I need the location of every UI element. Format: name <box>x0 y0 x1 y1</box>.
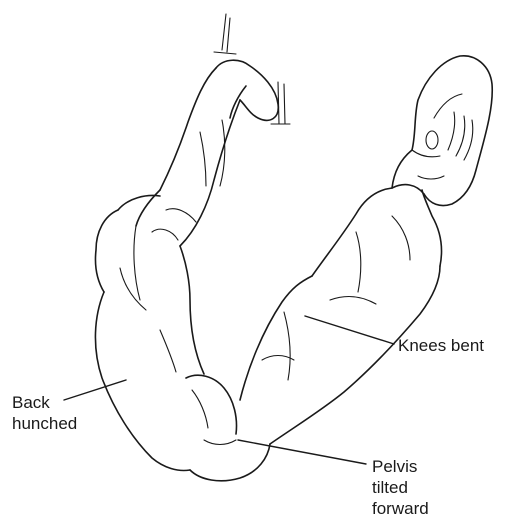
leader-lines <box>64 316 394 464</box>
label-pelvis-line-3: forward <box>372 498 429 519</box>
label-back-line-1: Back <box>12 392 77 413</box>
leader-knees <box>305 316 394 344</box>
label-pelvis-tilted-forward: Pelvis tilted forward <box>372 456 429 519</box>
label-knees-bent: Knees bent <box>398 335 484 356</box>
label-back-hunched: Back hunched <box>12 392 77 434</box>
label-back-line-2: hunched <box>12 413 77 434</box>
label-pelvis-line-2: tilted <box>372 477 429 498</box>
leader-pelvis <box>238 440 366 464</box>
shoe <box>392 56 492 206</box>
pelvis <box>186 375 270 481</box>
arms <box>136 60 278 246</box>
legs <box>240 185 442 444</box>
label-pelvis-line-1: Pelvis <box>372 456 429 477</box>
